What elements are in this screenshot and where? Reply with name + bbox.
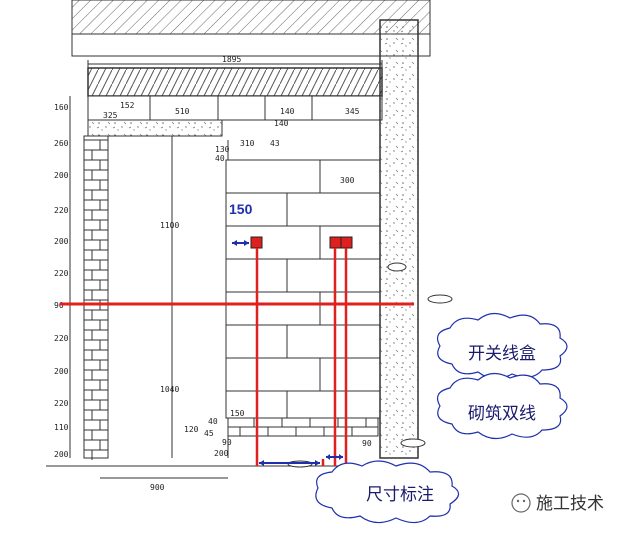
dim-low-45: 45 [204,429,214,438]
dim-low-120: 120 [184,425,199,434]
blue-arrows [232,240,343,466]
floor: 900 [46,465,370,492]
dim-vertical-1040: 1040 [160,385,179,394]
dim-top-4: 140 [280,107,295,116]
dim-low-90: 90 [222,438,232,447]
dim-top-overall: 1895 [222,55,241,64]
dim-low-40: 40 [208,417,218,426]
lower-cluster-dims: 150 40 120 45 90 200 90 [184,409,372,458]
right-wall [379,19,419,459]
bottom-course [227,417,379,437]
dim-left-5: 220 [54,269,69,278]
opening-dimensions: 1100 1040 [160,136,229,458]
dim-left-7: 220 [54,334,69,343]
small-dimensions-right: 140 310 43 130 40 [215,119,289,163]
dim-left-9: 220 [54,399,69,408]
dim-left-11: 200 [54,450,69,459]
marker-label-150: 150 [229,201,253,217]
callout-text-dimension: 尺寸标注 [366,485,434,505]
callout-double-line: 砌筑双线 [437,372,568,440]
callout-text-switch-box: 开关线盒 [468,344,536,364]
dim-left-1: 260 [54,139,69,148]
left-wall [83,135,109,460]
upper-brick-row: 152 325 510 140 345 [87,95,383,121]
dim-left-2: 200 [54,171,69,180]
brick-text-300: 300 [340,176,355,185]
dim-small-1: 140 [274,119,289,128]
left-dimensions: 160 260 200 220 200 220 90 220 200 220 1… [54,96,71,459]
dim-small-3: 43 [270,139,280,148]
dim-upper-left-1: 130 [215,145,230,154]
dim-left-8: 200 [54,367,69,376]
dim-small-2: 310 [240,139,255,148]
dim-left-6: 90 [54,301,64,310]
watermark: 施工技术 [511,493,604,514]
top-slab [71,0,431,57]
dim-bottom-900: 900 [150,483,165,492]
switch-box-right-1 [329,236,342,249]
concrete-band [87,119,223,137]
wechat-icon [511,493,531,513]
dim-low-200: 200 [214,449,229,458]
dim-upper-left-2: 40 [215,154,225,163]
dim-low-150: 150 [230,409,245,418]
dim-left-3: 220 [54,206,69,215]
overall-dimension: 1895 [87,55,383,68]
dim-top-5: 345 [345,107,360,116]
dim-top-1: 152 [120,101,135,110]
dim-top-3: 510 [175,107,190,116]
dim-left-4: 200 [54,237,69,246]
dim-right-90: 90 [362,439,372,448]
callout-text-double-line: 砌筑双线 [468,404,536,424]
watermark-text: 施工技术 [536,494,604,514]
switch-box-left [250,236,263,249]
brick-wall: 300 [225,159,381,419]
dim-left-0: 160 [54,103,69,112]
switch-box-right-2 [340,236,353,249]
switch-boxes [250,236,353,466]
lintel-beam [87,67,383,97]
callout-switch-box: 开关线盒 [437,312,568,380]
dim-vertical-1100: 1100 [160,221,179,230]
dim-left-10: 110 [54,423,69,432]
callout-dimension: 尺寸标注 [315,460,460,524]
dim-top-2: 325 [103,111,118,120]
